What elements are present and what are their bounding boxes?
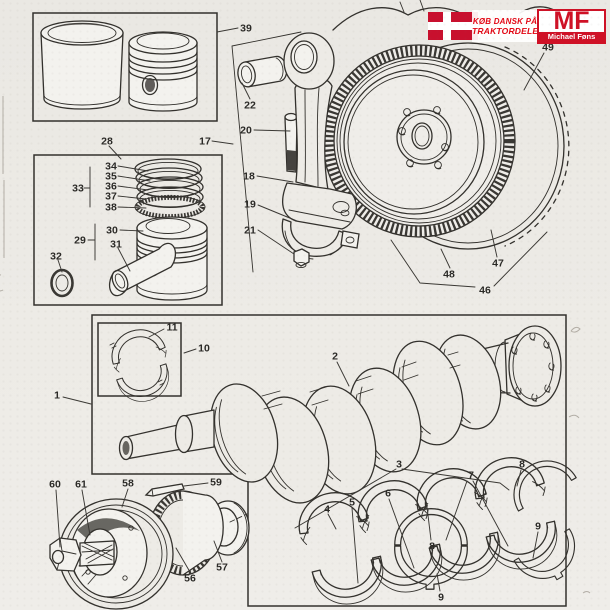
part-callout-8: 8 — [429, 541, 435, 553]
connecting-rod — [281, 32, 357, 230]
part-callout-9: 9 — [535, 521, 541, 533]
part-callout-22: 22 — [244, 100, 256, 112]
part-callout-1: 1 — [54, 390, 60, 402]
part-callout-9: 9 — [438, 592, 444, 604]
mf-logo[interactable]: MF Michael Føns — [537, 9, 606, 44]
scan-artifacts — [0, 96, 591, 594]
part-callout-17: 17 — [199, 136, 211, 148]
part-callout-8: 8 — [519, 459, 525, 471]
woodruff-key — [144, 483, 185, 497]
part-callout-6: 6 — [385, 488, 391, 500]
part-callout-57: 57 — [216, 562, 228, 574]
thrust-washer-right — [501, 448, 589, 595]
banner-slogan-line1: KØB DANSK PÅ — [472, 16, 538, 26]
part-callout-19: 19 — [244, 199, 256, 211]
part-callout-38: 38 — [105, 202, 117, 214]
part-callout-20: 20 — [240, 125, 252, 137]
part-callout-47: 47 — [492, 258, 504, 270]
part-callout-61: 61 — [75, 479, 87, 491]
rod-nut — [293, 248, 310, 269]
banner-slogan: KØB DANSK PÅ TRAKTORDELE.DK — [472, 10, 554, 42]
crankshaft-front-stub — [118, 409, 215, 461]
small-end-bushing — [237, 55, 288, 88]
part-callout-30: 30 — [106, 225, 118, 237]
part-callout-49: 49 — [542, 42, 554, 54]
wrist-pin — [108, 242, 177, 297]
part-callout-11: 11 — [166, 322, 177, 334]
part-callout-4: 4 — [324, 504, 330, 516]
banner-slogan-line2: TRAKTORDELE.DK — [472, 25, 554, 36]
part-callout-31: 31 — [110, 239, 122, 251]
rod-bolt — [284, 112, 298, 173]
flywheel-ring-gear — [322, 44, 516, 238]
piston-assembled — [128, 31, 198, 112]
connecting-rod-group — [231, 31, 360, 273]
flywheel-bracket — [390, 231, 548, 288]
part-callout-2: 2 — [332, 351, 338, 363]
pin-circlip — [50, 268, 74, 298]
part-callout-59: 59 — [210, 477, 222, 489]
piston-ring-set — [134, 158, 206, 220]
crankshaft-rear-flange — [494, 325, 562, 407]
piston-ring-kit-box — [33, 154, 223, 306]
part-callout-35: 35 — [105, 171, 117, 183]
crankshaft-pulley-assembly — [49, 483, 250, 610]
danish-flag-icon — [428, 12, 478, 40]
part-callout-3: 3 — [396, 459, 402, 471]
main-bearing-set — [291, 448, 589, 610]
part-callout-39: 39 — [240, 23, 252, 35]
liner-piston-box — [32, 12, 218, 122]
part-callout-34: 34 — [105, 161, 117, 173]
part-callout-56: 56 — [184, 573, 196, 585]
part-callout-58: 58 — [122, 478, 134, 490]
mf-logo-letters: MF — [553, 7, 590, 35]
part-callout-60: 60 — [49, 479, 61, 491]
part-callout-29: 29 — [74, 235, 86, 247]
pulley-bolt — [49, 537, 115, 572]
part-callout-21: 21 — [244, 225, 256, 237]
cylinder-liner — [40, 20, 124, 110]
part-callout-10: 10 — [198, 343, 210, 355]
part-callout-28: 28 — [101, 136, 113, 148]
crankshaft-box — [91, 314, 567, 607]
leader-lines — [55, 27, 545, 592]
part-callout-7: 7 — [468, 470, 474, 482]
part-callout-5: 5 — [349, 497, 355, 509]
flywheel-assembly — [322, 42, 570, 250]
part-callout-37: 37 — [105, 191, 117, 203]
part-callout-46: 46 — [479, 285, 491, 297]
part-callout-18: 18 — [243, 171, 255, 183]
part-callout-32: 32 — [50, 251, 62, 263]
main-bearing-inset-box — [97, 322, 182, 409]
crankshaft-lobes — [207, 334, 502, 504]
flywheel-hub — [396, 106, 452, 170]
mf-logo-name: Michael Føns — [539, 32, 604, 42]
part-callout-33: 33 — [72, 183, 84, 195]
part-callout-48: 48 — [443, 269, 455, 281]
crankshaft — [118, 325, 562, 504]
part-callout-36: 36 — [105, 181, 117, 193]
